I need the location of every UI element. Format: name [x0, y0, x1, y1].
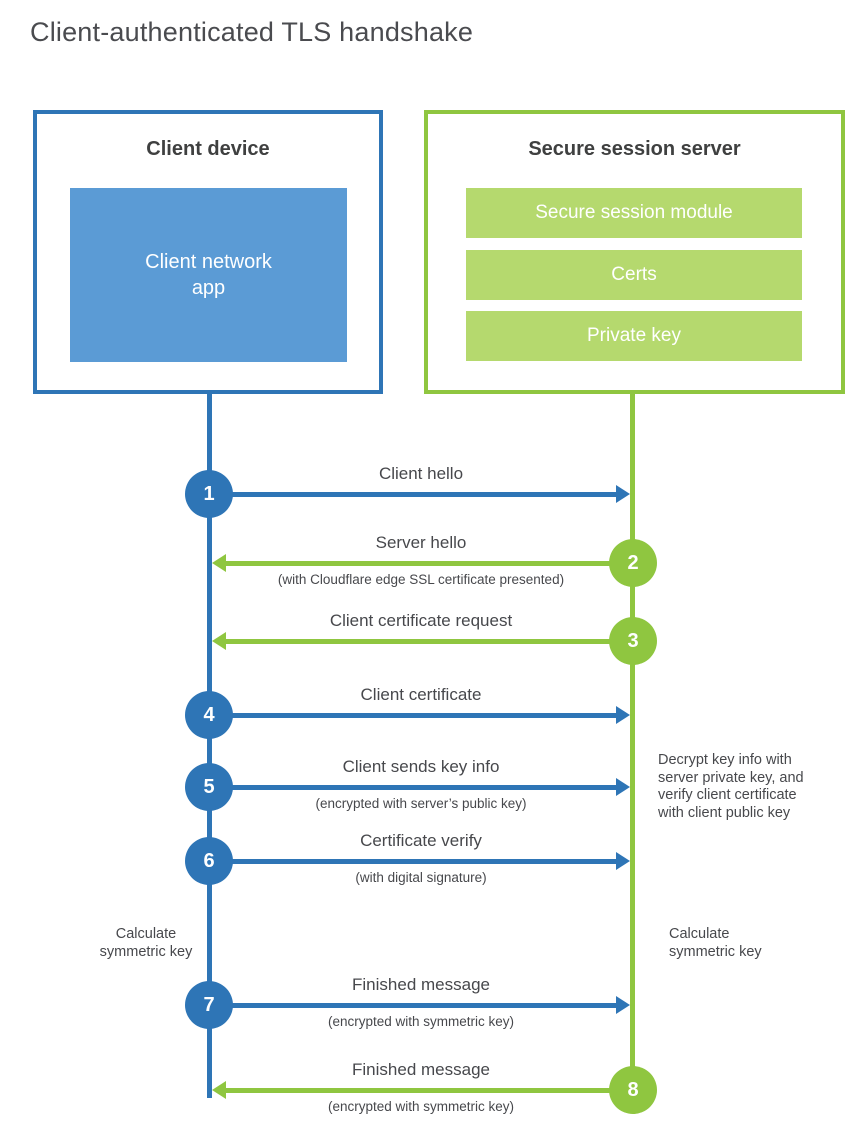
note-calculate-symmetric-key-client: Calculate symmetric key: [99, 926, 193, 960]
step-circle-8: 8: [609, 1066, 657, 1114]
message-sublabel: (encrypted with symmetric key): [327, 1014, 515, 1029]
message-label: Finished message: [352, 975, 490, 994]
step-circle-6: 6: [185, 837, 233, 885]
page-title: Client-authenticated TLS handshake: [30, 17, 474, 47]
arrow-client-to-server: [209, 996, 630, 1014]
arrow-server-to-client: [212, 554, 633, 572]
secure-session-server-title: Secure session server: [528, 138, 741, 160]
arrow-client-to-server: [209, 485, 630, 503]
message-label: Client hello: [378, 464, 464, 483]
step-circle-3: 3: [609, 617, 657, 665]
note-calculate-symmetric-key-server: Calculate symmetric key: [669, 926, 762, 960]
arrow-client-to-server: [209, 852, 630, 870]
message-label: Finished message: [352, 1060, 490, 1079]
message-label: Client certificate: [360, 685, 482, 704]
message-sublabel: (encrypted with symmetric key): [327, 1099, 515, 1114]
step-circle-4: 4: [185, 691, 233, 739]
client-network-app-box: Client network app: [70, 188, 347, 362]
message-label: Client sends key info: [342, 757, 500, 776]
step-circle-7: 7: [185, 981, 233, 1029]
server-module-secure-session: Secure session module: [466, 188, 802, 238]
server-lifeline: [630, 392, 635, 1090]
message-sublabel: (with Cloudflare edge SSL certificate pr…: [277, 572, 565, 587]
arrow-server-to-client: [212, 632, 633, 650]
message-label: Server hello: [375, 533, 467, 552]
message-sublabel: (with digital signature): [355, 870, 487, 885]
server-module-certs: Certs: [466, 250, 802, 300]
step-circle-1: 1: [185, 470, 233, 518]
client-network-app-label: Client network app: [145, 251, 272, 299]
client-lifeline: [207, 392, 212, 1098]
arrow-client-to-server: [209, 706, 630, 724]
note-decrypt-key-info: Decrypt key info with server private key…: [658, 752, 804, 821]
server-module-private-key: Private key: [466, 311, 802, 361]
step-circle-5: 5: [185, 763, 233, 811]
message-sublabel: (encrypted with server’s public key): [315, 796, 527, 811]
message-label: Certificate verify: [360, 831, 482, 850]
arrow-server-to-client: [212, 1081, 633, 1099]
message-label: Client certificate request: [329, 611, 513, 630]
step-circle-2: 2: [609, 539, 657, 587]
client-device-title: Client device: [146, 138, 270, 160]
arrow-client-to-server: [209, 778, 630, 796]
